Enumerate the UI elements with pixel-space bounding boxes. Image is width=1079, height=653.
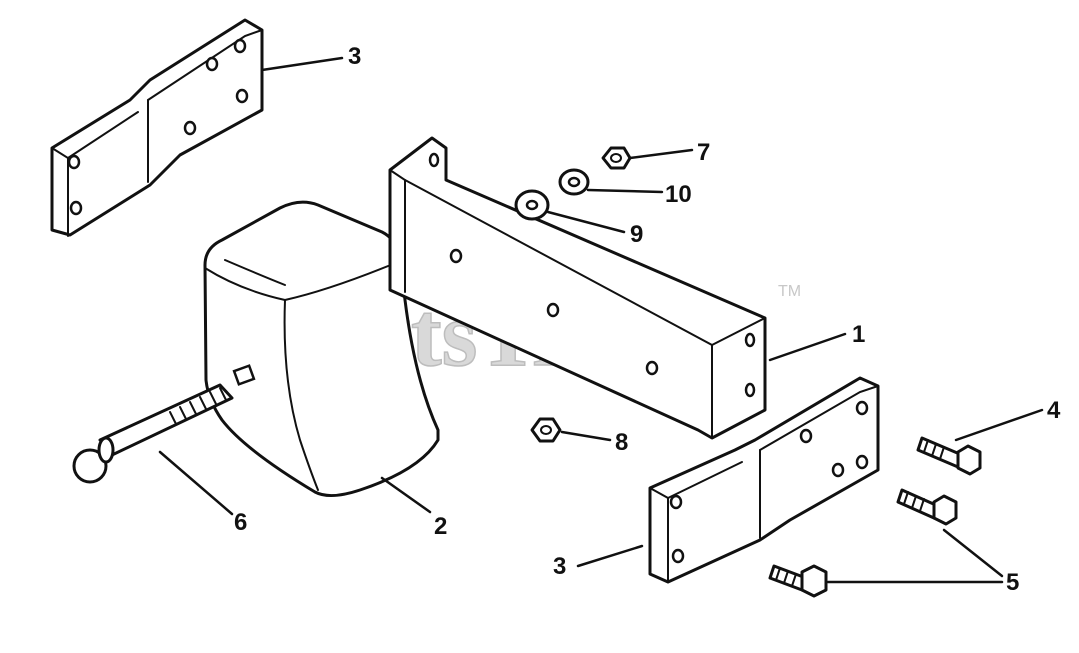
callout-2: 2	[434, 513, 447, 540]
callout-3-top: 3	[348, 43, 361, 70]
leader-6	[158, 450, 234, 516]
leader-3-bottom	[576, 544, 644, 568]
callout-4: 4	[1047, 397, 1061, 424]
callout-labels: 3 1 2 6 7 10 9 8 3 4 5	[234, 43, 1061, 596]
callout-5: 5	[1006, 569, 1019, 596]
part-1-channel-bracket	[388, 136, 767, 440]
part-3-top-plate	[50, 18, 264, 237]
part-5-hex-bolt-upper	[896, 488, 958, 526]
part-7-nut	[601, 146, 632, 170]
callout-6: 6	[234, 509, 247, 536]
leader-lines	[158, 56, 1044, 584]
callout-9: 9	[630, 221, 643, 248]
part-5-hex-bolt-lower	[768, 564, 828, 598]
leader-10	[586, 188, 664, 194]
leader-8	[560, 430, 612, 442]
watermark-trademark: TM	[778, 283, 801, 300]
part-2-weight	[203, 200, 440, 497]
callout-7: 7	[697, 139, 710, 166]
part-6-carriage-bolt	[72, 383, 234, 484]
leader-3-top	[260, 56, 344, 72]
part-3-bottom-plate	[648, 376, 880, 584]
leader-1	[768, 332, 847, 362]
part-8-nut	[530, 417, 562, 443]
leader-4	[954, 408, 1044, 442]
leader-2	[380, 476, 432, 514]
part-10-lock-washer	[558, 168, 590, 196]
leader-5-a	[942, 528, 1004, 578]
callout-1: 1	[852, 321, 865, 348]
callout-3-bottom: 3	[553, 553, 566, 580]
part-9-flat-washer	[514, 189, 550, 221]
leader-7	[628, 148, 694, 160]
part-4-hex-bolt	[916, 436, 982, 476]
callout-10: 10	[665, 181, 692, 208]
callout-8: 8	[615, 429, 628, 456]
leader-9	[546, 210, 626, 234]
